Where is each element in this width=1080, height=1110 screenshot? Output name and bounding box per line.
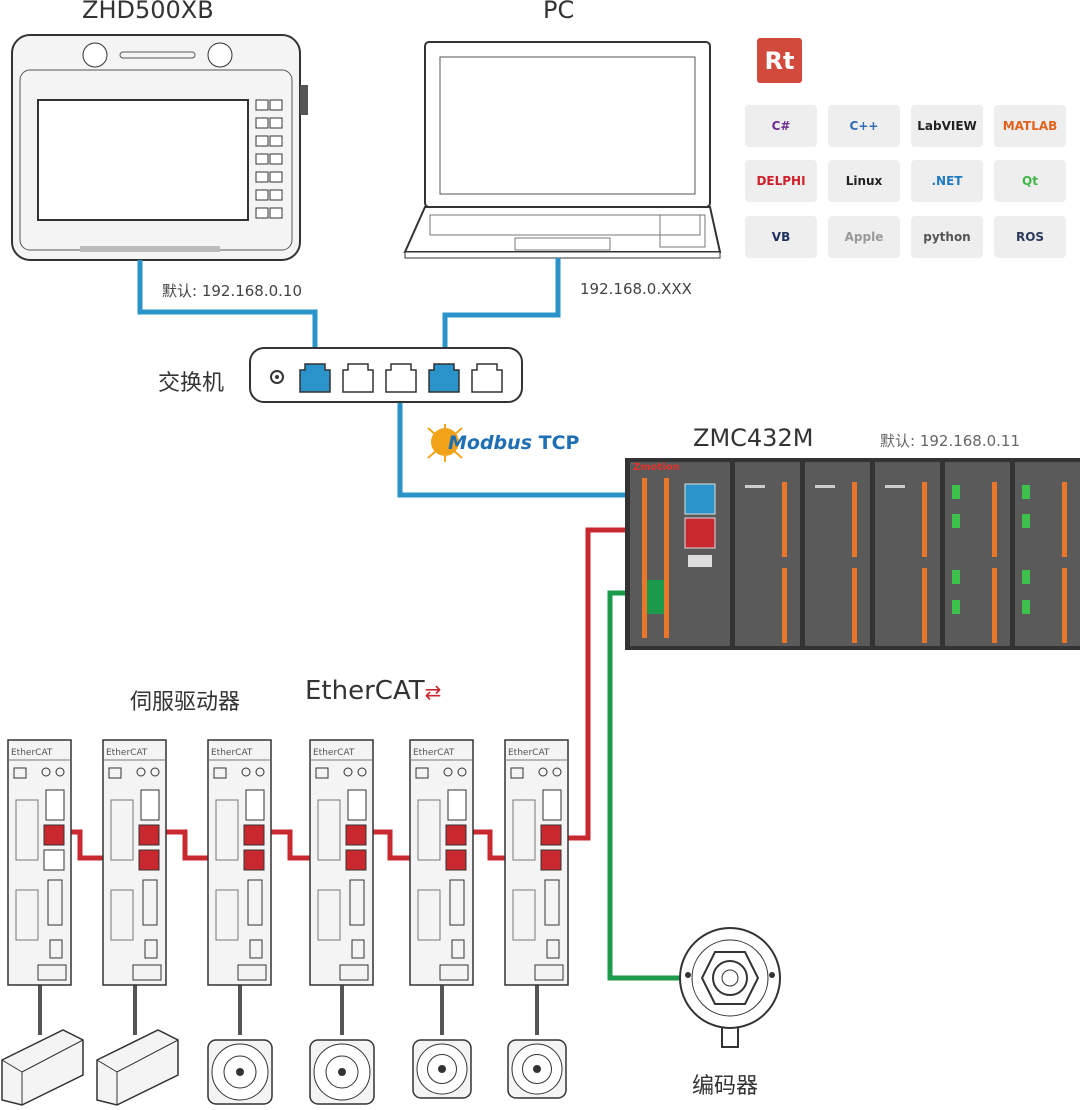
servo-ethercat-label: EtherCAT xyxy=(313,748,355,758)
controller-title: ZMC432M xyxy=(693,424,814,452)
software-logo-apple: Apple xyxy=(828,216,900,258)
rt-logo: Rt xyxy=(757,38,802,83)
servo-drive: EtherCAT xyxy=(7,739,72,1035)
servo-title: 伺服驱动器 xyxy=(130,690,241,715)
servo-drives: EtherCAT EtherCAT EtherCAT EtherCAT EtherCAT… xyxy=(1,739,569,1106)
servo-motor xyxy=(412,1039,472,1099)
servo-ethercat-label: EtherCAT xyxy=(11,748,53,758)
pc-laptop xyxy=(403,41,722,259)
pendant-device xyxy=(11,34,308,261)
software-logo-linux: Linux xyxy=(828,160,900,202)
encoder-device xyxy=(679,927,781,1048)
network-switch xyxy=(249,347,523,403)
servo-motor xyxy=(507,1039,567,1099)
encoder-cable xyxy=(607,590,682,981)
software-logo-qt: Qt xyxy=(994,160,1066,202)
software-logo-python: python xyxy=(911,216,983,258)
software-logo-net: .NET xyxy=(911,160,983,202)
servo-motor xyxy=(309,1039,375,1105)
linear-actuator xyxy=(96,1029,179,1106)
pc-ip-label: 192.168.0.XXX xyxy=(580,280,692,298)
encoder-title: 编码器 xyxy=(692,1074,759,1099)
servo-ethercat-label: EtherCAT xyxy=(508,748,550,758)
pendant-title: ZHD500XB xyxy=(82,0,214,24)
linear-actuator xyxy=(1,1029,84,1106)
modbus-word: Modbus xyxy=(448,432,532,454)
controller-brand: Zmotion xyxy=(633,462,680,473)
software-logo-c: C++ xyxy=(828,105,900,147)
software-logo-c: C# xyxy=(745,105,817,147)
ethercat-logo-text: EtherCAT xyxy=(305,676,425,706)
pc-title: PC xyxy=(543,0,575,24)
pendant-ip-label: 默认: 192.168.0.10 xyxy=(162,282,303,300)
software-logo-labview: LabVIEW xyxy=(911,105,983,147)
servo-drive: EtherCAT xyxy=(102,739,167,1035)
zmc432m-controller xyxy=(625,458,1080,650)
rt-logo-text: Rt xyxy=(764,46,795,75)
switch-title: 交换机 xyxy=(158,371,225,396)
software-logo-delphi: DELPHI xyxy=(745,160,817,202)
modbus-logo-icon xyxy=(427,424,463,462)
ethercat-arrows-icon: ⇄ xyxy=(424,680,442,704)
ethernet-cables xyxy=(137,258,690,498)
servo-drive: EtherCAT xyxy=(504,739,569,1035)
software-logo-ros: ROS xyxy=(994,216,1066,258)
servo-ethercat-label: EtherCAT xyxy=(211,748,253,758)
servo-drive: EtherCAT xyxy=(409,739,474,1035)
controller-ip-label: 默认: 192.168.0.11 xyxy=(880,432,1021,450)
software-logo-matlab: MATLAB xyxy=(994,105,1066,147)
servo-ethercat-label: EtherCAT xyxy=(413,748,455,758)
servo-drive: EtherCAT xyxy=(207,739,272,1035)
tcp-word: TCP xyxy=(538,432,580,454)
servo-drive: EtherCAT xyxy=(309,739,374,1035)
software-logo-vb: VB xyxy=(745,216,817,258)
ethercat-logo: EtherCAT⇄ xyxy=(305,676,441,706)
servo-ethercat-label: EtherCAT xyxy=(106,748,148,758)
modbus-tcp-logo: Modbus TCP xyxy=(448,432,579,454)
servo-motor xyxy=(207,1039,273,1105)
